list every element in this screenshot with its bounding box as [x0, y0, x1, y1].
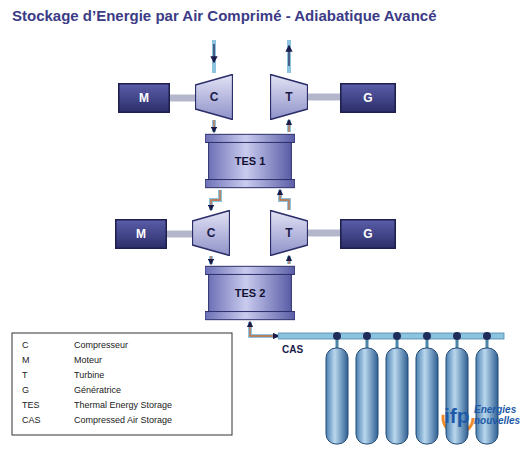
drive-shaft: [167, 231, 192, 238]
pipe-casing: [287, 256, 291, 264]
inlet-arrow: [213, 44, 214, 62]
legend-text: Turbine: [74, 370, 104, 380]
diagram-title: Stockage d’Energie par Air Comprimé - Ad…: [12, 7, 437, 24]
air-pipe: [211, 190, 220, 210]
legend-text: Compresseur: [74, 340, 128, 350]
trapezoid: [270, 74, 307, 119]
drive-shaft: [308, 94, 340, 101]
turbine: T: [270, 74, 308, 120]
machine-box: M: [118, 83, 170, 113]
pipe-casing: [211, 190, 220, 210]
legend-symbol: TES: [22, 400, 40, 410]
pipe-casing: [212, 120, 216, 132]
legend-text: Moteur: [74, 355, 102, 365]
tank: [446, 348, 468, 444]
air-pipe: [210, 256, 211, 264]
cylinder-band: [205, 266, 295, 274]
node-text: C: [207, 226, 216, 240]
logo-text: Energies nouvelles: [474, 404, 524, 426]
cylinder-band: [205, 312, 295, 320]
thermal-storage: TES 2: [205, 264, 295, 322]
thermal-storage: TES 1: [205, 132, 295, 190]
node-text: T: [285, 90, 292, 104]
cylinder-band: [205, 180, 295, 188]
box-body: [119, 84, 170, 113]
legend-symbol: T: [22, 370, 28, 380]
air-pipe: [280, 190, 289, 210]
pipe-casing: [250, 322, 278, 336]
box-body: [116, 220, 167, 249]
valve: [363, 332, 371, 340]
legend-text: Génératrice: [74, 385, 121, 395]
box-body: [341, 220, 396, 249]
valve: [423, 332, 431, 340]
air-pipe: [250, 322, 278, 336]
legend-symbol: CAS: [22, 415, 41, 425]
node-text: C: [210, 90, 219, 104]
node-text: M: [136, 227, 146, 241]
logo-mark: ifp: [444, 404, 470, 428]
valve: [333, 332, 341, 340]
air-pipe: [288, 256, 289, 264]
tank: [386, 348, 408, 444]
air-outlet-pipe: [287, 40, 291, 73]
drive-shaft: [170, 95, 195, 102]
legend-text: Thermal Energy Storage: [74, 400, 172, 410]
valve: [453, 332, 461, 340]
trapezoid: [192, 210, 229, 255]
compressor: C: [192, 210, 230, 256]
legend-symbol: M: [22, 355, 30, 365]
trapezoid: [195, 74, 232, 119]
valve: [483, 332, 491, 340]
trapezoid: [270, 210, 307, 255]
pipe-casing: [280, 190, 289, 210]
node-text: CAS: [282, 344, 303, 355]
drive-shaft: [308, 230, 340, 237]
outlet-arrow: [288, 46, 289, 66]
node-shape: [278, 328, 510, 448]
box-body: [341, 84, 396, 113]
tank: [356, 348, 378, 444]
legend-text: Compressed Air Storage: [74, 415, 172, 425]
air-inlet-pipe: [212, 40, 216, 73]
manifold-pipe: [278, 333, 504, 339]
turbine: T: [270, 210, 308, 256]
node-text: TES 2: [235, 287, 266, 299]
cylinder-body: [209, 269, 292, 318]
node-text: TES 1: [235, 155, 266, 167]
pipe-casing: [209, 256, 213, 264]
air-pipe: [288, 120, 289, 132]
machine-box: G: [340, 83, 396, 113]
valve: [393, 332, 401, 340]
cylinder-band: [205, 134, 295, 142]
node-text: G: [363, 91, 372, 105]
air-storage: CAS: [278, 328, 510, 448]
pipe-casing: [287, 120, 291, 132]
tank: [476, 348, 498, 444]
machine-box: G: [340, 219, 396, 249]
compressor: C: [195, 74, 233, 120]
air-pipe: [213, 120, 214, 132]
legend-symbol: G: [22, 385, 29, 395]
node-text: G: [363, 227, 372, 241]
cylinder-body: [209, 137, 292, 186]
tank: [416, 348, 438, 444]
legend-box: [12, 333, 232, 435]
legend-symbol: C: [22, 340, 29, 350]
node-text: M: [139, 91, 149, 105]
node-text: T: [285, 226, 292, 240]
tank: [326, 348, 348, 444]
machine-box: M: [115, 219, 167, 249]
